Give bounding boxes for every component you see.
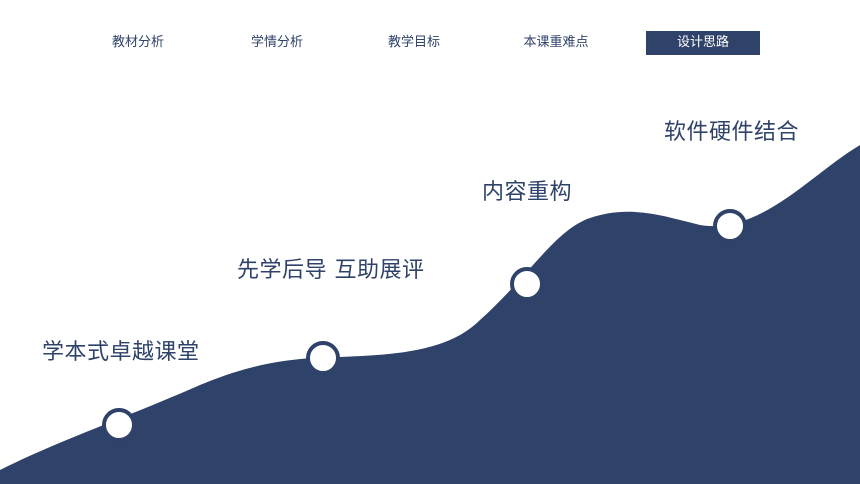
milestone-label-3: 内容重构 [482, 180, 573, 205]
milestone-label-2: 先学后导 互助展评 [237, 258, 425, 283]
nav-tab-student-analysis[interactable]: 学情分析 [250, 35, 303, 50]
wave-shape [0, 145, 860, 484]
milestone-marker-3 [510, 267, 544, 301]
milestone-marker-2 [306, 341, 340, 375]
milestone-marker-4 [713, 209, 747, 243]
milestone-label-1: 学本式卓越课堂 [42, 340, 200, 365]
nav-tab-design-ideas[interactable]: 设计思路 [646, 31, 760, 55]
milestone-label-4: 软件硬件结合 [664, 120, 800, 145]
top-navigation: 教材分析 学情分析 教学目标 本课重难点 设计思路 [0, 31, 860, 55]
nav-tab-teaching-goals[interactable]: 教学目标 [387, 35, 440, 50]
nav-tab-textbook-analysis[interactable]: 教材分析 [111, 35, 164, 50]
milestone-marker-1 [102, 408, 136, 442]
nav-tab-key-difficulties[interactable]: 本课重难点 [523, 35, 589, 50]
